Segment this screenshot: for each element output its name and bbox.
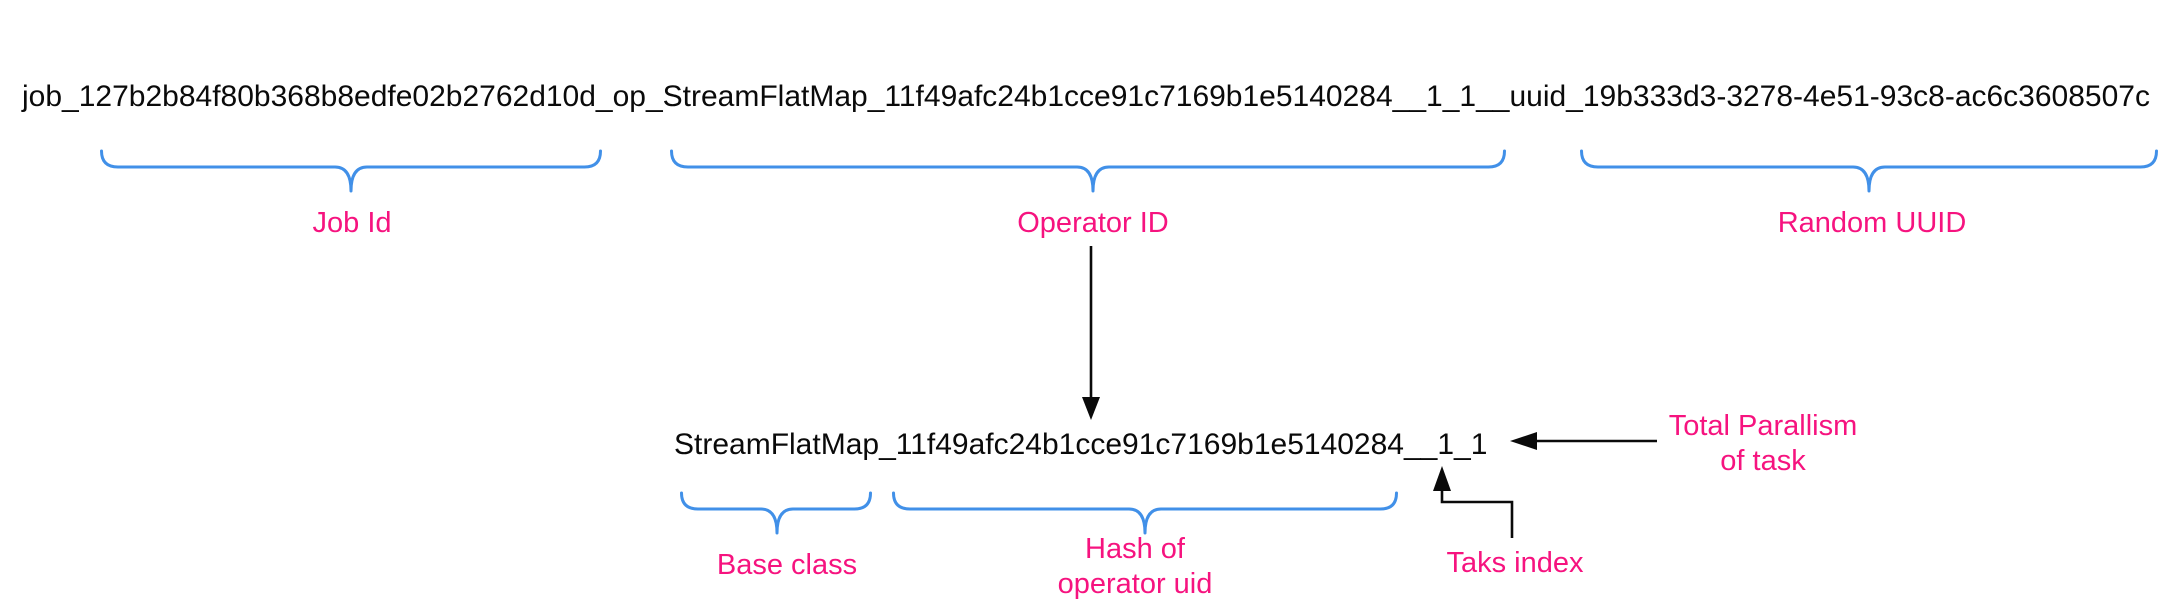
random-uuid-brace: [1580, 149, 2158, 193]
job-id-brace: [100, 149, 602, 193]
base-class-brace: [680, 491, 872, 535]
hash-of-operator-uid-label-line1: Hash of: [1085, 533, 1185, 565]
total-parallelism-label-line1: Total Parallism: [1668, 410, 1858, 442]
operator-task-name-text: StreamFlatMap_11f49afc24b1cce91c7169b1e5…: [674, 428, 1488, 461]
base-class-label: Base class: [716, 549, 858, 581]
hash-of-operator-uid-label-line2: operator uid: [1057, 568, 1213, 600]
task-index-arrow: [1433, 466, 1514, 538]
operator-id-brace: [670, 149, 1506, 193]
random-uuid-label: Random UUID: [1777, 207, 1967, 239]
total-parallelism-label: Total Parallism of task: [1669, 409, 1858, 479]
hash-of-operator-uid-brace: [892, 491, 1398, 535]
operator-id-down-arrow: [1082, 246, 1100, 420]
total-parallelism-label-line2: of task: [1720, 445, 1806, 477]
task-index-label: Taks index: [1446, 547, 1584, 579]
total-parallelism-arrow: [1510, 432, 1657, 450]
full-task-id-text: job_127b2b84f80b368b8edfe02b2762d10d_op_…: [22, 80, 2150, 113]
job-id-label: Job Id: [312, 207, 392, 239]
operator-id-label: Operator ID: [1017, 207, 1169, 239]
hash-of-operator-uid-label: Hash of operator uid: [1058, 532, 1213, 602]
